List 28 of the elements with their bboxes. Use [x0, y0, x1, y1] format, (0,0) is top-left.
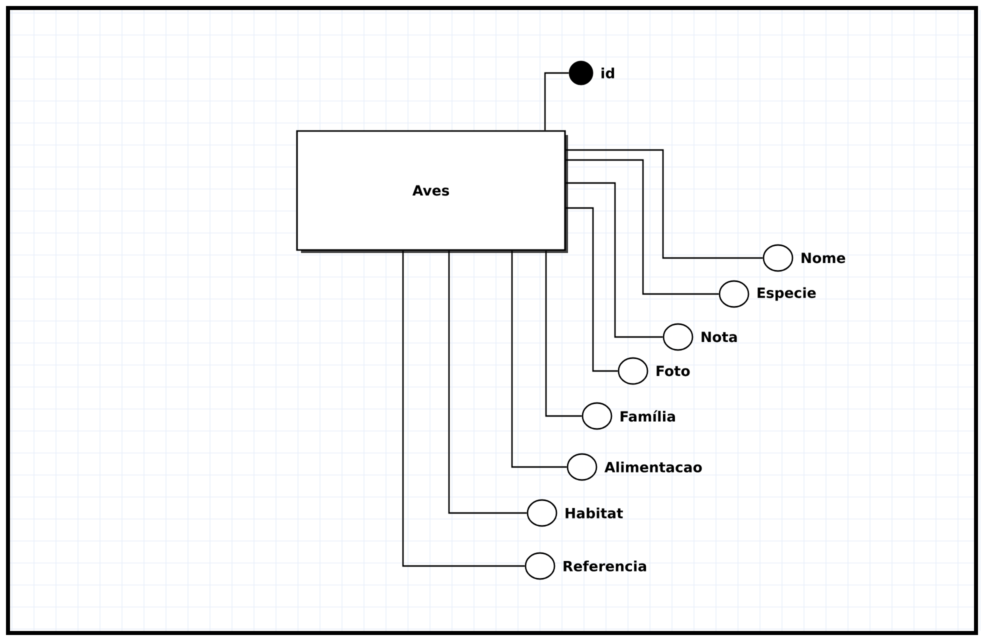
- attribute-label: Família: [620, 410, 675, 422]
- attribute-circle: [524, 552, 556, 580]
- attribute-circle: [618, 357, 648, 385]
- attribute-label: Especie: [758, 287, 816, 301]
- connector-line: [448, 250, 527, 514]
- connector-line: [402, 250, 525, 567]
- connector-line: [544, 72, 569, 130]
- attribute-label: Nome: [802, 252, 846, 264]
- attribute-circle: [718, 280, 750, 308]
- connector-line: [511, 250, 567, 468]
- attribute-circle: [762, 244, 794, 272]
- connector-line: [545, 250, 582, 417]
- attribute-circle: [662, 323, 694, 351]
- connector-line: [566, 149, 763, 259]
- connector-line: [566, 159, 719, 295]
- attribute-circle: [566, 453, 598, 481]
- attribute-label: Habitat: [566, 508, 623, 518]
- attribute-label: Referencia: [564, 560, 646, 572]
- attribute-circle: [526, 499, 558, 527]
- connector-line: [566, 207, 618, 372]
- attribute-label: Nota: [702, 332, 737, 342]
- attribute-circle: [582, 402, 612, 430]
- attribute-label: Alimentacao: [604, 462, 702, 472]
- attribute-label: Foto: [656, 366, 690, 376]
- connector-line: [566, 182, 663, 338]
- key-attribute-dot: [568, 60, 594, 86]
- entity-box: Aves: [296, 130, 568, 253]
- attribute-label: id: [602, 68, 614, 78]
